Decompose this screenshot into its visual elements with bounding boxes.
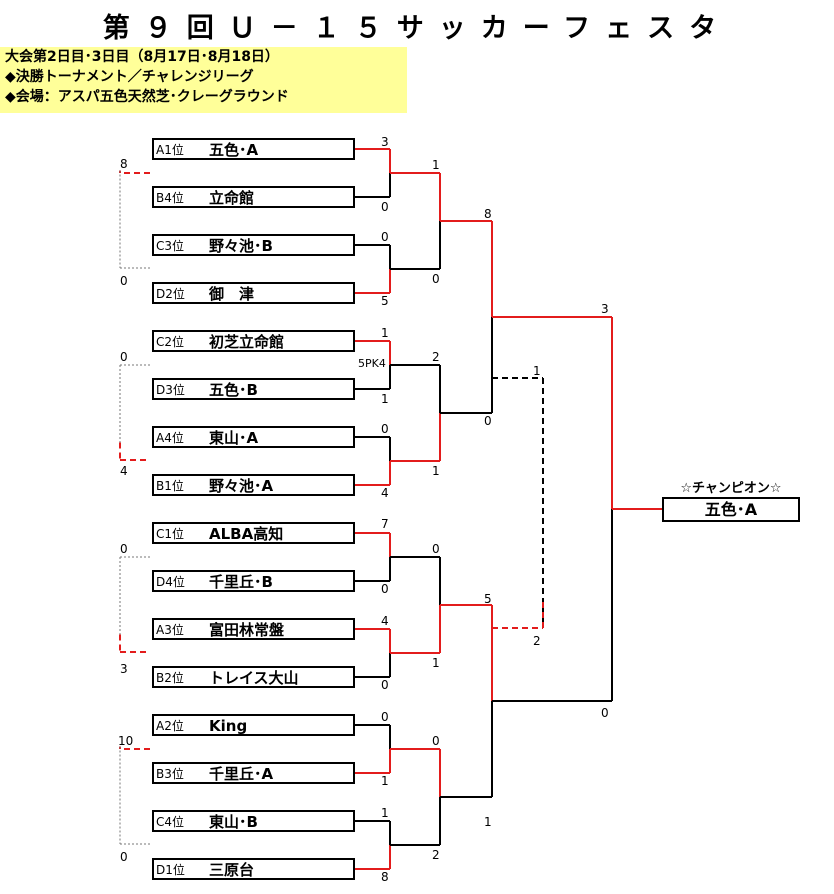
team-entry: A2位 King <box>152 714 355 736</box>
team-name: 東山･A <box>209 429 259 447</box>
team-entry: B1位 野々池･A <box>152 474 355 496</box>
round1-score: 4 <box>381 486 389 500</box>
consolation-score: 10 <box>118 734 134 748</box>
round2-score: 1 <box>432 158 440 172</box>
team-name: King <box>209 717 248 735</box>
team-seed: C4位 <box>156 815 185 829</box>
team-seed: B2位 <box>156 671 184 685</box>
team-seed: B4位 <box>156 191 184 205</box>
final-score: 3 <box>601 302 609 316</box>
round1-score: 3 <box>381 135 389 149</box>
team-entry: A4位 東山･A <box>152 426 355 448</box>
team-name: トレイス大山 <box>209 669 299 687</box>
team-name: 五色･A <box>209 141 259 159</box>
round2-score: 1 <box>432 656 440 670</box>
round1-score: 0 <box>381 200 389 214</box>
round1-score: 0 <box>381 582 389 596</box>
consolation-score: 0 <box>120 350 128 364</box>
round1-score: 7 <box>381 517 389 531</box>
team-entry: B4位 立命館 <box>152 186 355 208</box>
round1-score: 1 <box>381 774 389 788</box>
round1-score: 1 <box>381 806 389 820</box>
team-name: 富田林常盤 <box>209 621 285 639</box>
team-name: 野々池･B <box>209 237 273 255</box>
team-seed: A1位 <box>156 143 184 157</box>
champion-box: 五色･A <box>662 497 800 522</box>
round1-score: 0 <box>381 678 389 692</box>
semifinal-score: 0 <box>484 414 492 428</box>
team-name: 三原台 <box>209 861 255 879</box>
team-entry: D3位 五色･B <box>152 378 355 400</box>
round2-score: 2 <box>432 848 440 862</box>
semifinal-score: 1 <box>484 815 492 829</box>
team-name: 野々池･A <box>209 477 274 495</box>
round2-score: 0 <box>432 734 440 748</box>
third-place-score: 1 <box>533 364 541 378</box>
round1-score: 5 <box>381 294 389 308</box>
info-panel: 大会第2日目･3日目（8月17日･8月18日） ◆決勝トーナメント／チャレンジリ… <box>0 47 407 113</box>
team-seed: D4位 <box>156 575 185 589</box>
round1-score: 0 <box>381 230 389 244</box>
round1-score: 0 <box>381 422 389 436</box>
final-score: 0 <box>601 706 609 720</box>
team-entry: D1位 三原台 <box>152 858 355 880</box>
pk-note: 5PK4 <box>358 357 386 370</box>
round1-score: 8 <box>381 870 389 884</box>
consolation-score: 0 <box>120 542 128 556</box>
team-entry: C4位 東山･B <box>152 810 355 832</box>
team-seed: A3位 <box>156 623 184 637</box>
team-entry: B2位 トレイス大山 <box>152 666 355 688</box>
info-line-venue: ◆会場：アスパ五色天然芝･クレーグラウンド <box>5 89 289 105</box>
team-name: 初芝立命館 <box>209 333 285 351</box>
round1-score: 0 <box>381 710 389 724</box>
round2-score: 0 <box>432 542 440 556</box>
semifinal-score: 5 <box>484 592 492 606</box>
team-name: 千里丘･A <box>209 765 274 783</box>
team-entry: D4位 千里丘･B <box>152 570 355 592</box>
consolation-score: 0 <box>120 850 128 864</box>
round1-score: 1 <box>381 326 389 340</box>
round2-score: 2 <box>432 350 440 364</box>
team-seed: B1位 <box>156 479 184 493</box>
consolation-score: 0 <box>120 274 128 288</box>
team-entry: A3位 富田林常盤 <box>152 618 355 640</box>
team-seed: D2位 <box>156 287 185 301</box>
third-place-score: 2 <box>533 634 541 648</box>
round2-score: 1 <box>432 464 440 478</box>
team-name: ALBA高知 <box>209 525 284 543</box>
team-entry: C2位 初芝立命館 <box>152 330 355 352</box>
info-line-dates: 大会第2日目･3日目（8月17日･8月18日） <box>5 49 279 65</box>
semifinal-score: 8 <box>484 207 492 221</box>
round1-score: 1 <box>381 392 389 406</box>
round2-score: 0 <box>432 272 440 286</box>
team-entry: A1位 五色･A <box>152 138 355 160</box>
team-seed: C1位 <box>156 527 185 541</box>
team-name: 五色･B <box>209 381 258 399</box>
consolation-score: 3 <box>120 662 128 676</box>
team-name: 立命館 <box>209 189 255 207</box>
info-line-format: ◆決勝トーナメント／チャレンジリーグ <box>5 69 254 85</box>
consolation-score: 8 <box>120 157 128 171</box>
champion-label: ☆チャンピオン☆ <box>680 481 782 496</box>
team-seed: C2位 <box>156 335 185 349</box>
team-entry: B3位 千里丘･A <box>152 762 355 784</box>
round1-score: 4 <box>381 614 389 628</box>
team-name: 千里丘･B <box>209 573 273 591</box>
team-seed: A4位 <box>156 431 184 445</box>
team-entry: C3位 野々池･B <box>152 234 355 256</box>
team-seed: C3位 <box>156 239 185 253</box>
team-name: 御 津 <box>209 285 255 303</box>
team-seed: B3位 <box>156 767 184 781</box>
team-entry: D2位 御 津 <box>152 282 355 304</box>
team-seed: D3位 <box>156 383 185 397</box>
team-seed: A2位 <box>156 719 184 733</box>
team-seed: D1位 <box>156 863 185 877</box>
page-title: 第９回Ｕ－１５サッカーフェスタ <box>102 13 732 44</box>
team-entry: C1位 ALBA高知 <box>152 522 355 544</box>
team-name: 東山･B <box>209 813 258 831</box>
consolation-score: 4 <box>120 464 128 478</box>
